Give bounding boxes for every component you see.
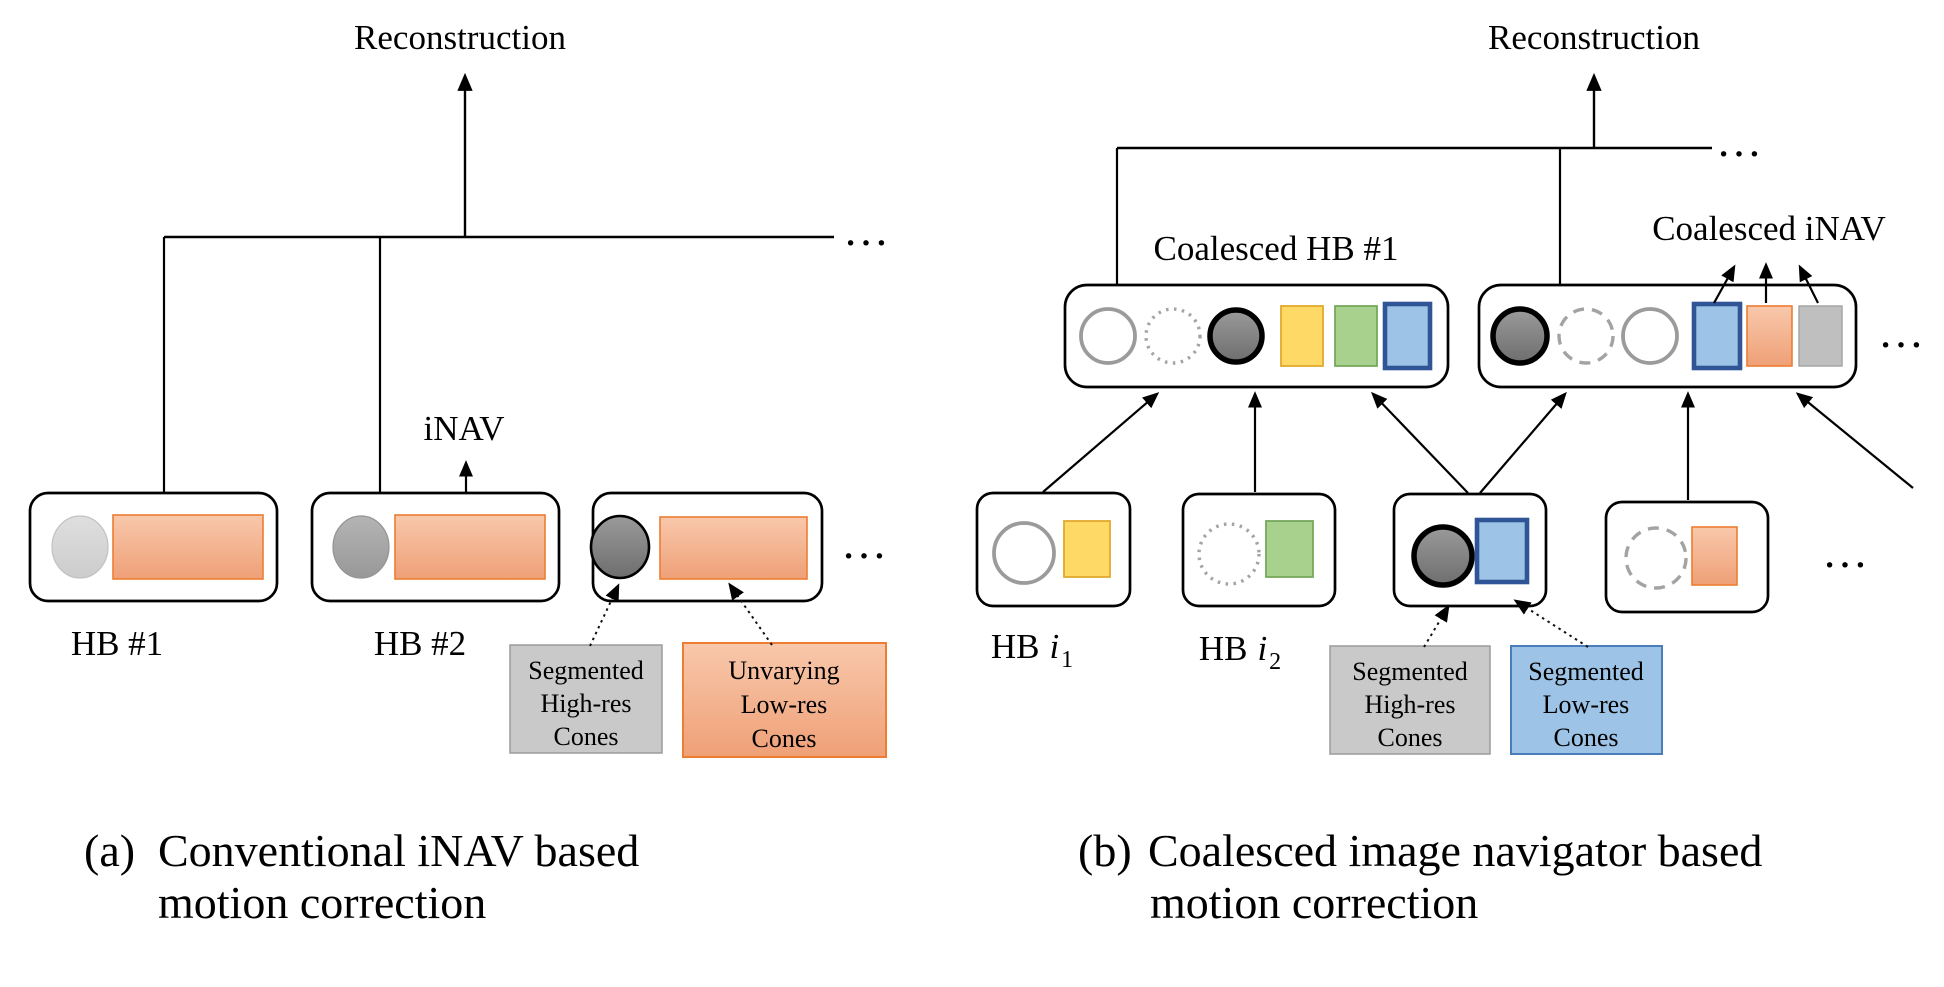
hb1-label: HB #1: [71, 624, 163, 663]
highres-cone-circle-dark: [589, 514, 651, 580]
hb-i2-label-prefix: HB: [1199, 629, 1248, 668]
ellipsis-line-a: …: [843, 204, 893, 255]
lowres-rect-yellow: [1280, 305, 1324, 367]
legend-highres-a-line3: Cones: [554, 722, 619, 751]
inav-rect-gray: [1798, 305, 1843, 367]
highres-cone-circle-mid: [332, 515, 390, 579]
ellipsis-line-b: …: [1716, 115, 1766, 166]
highres-circle-dotted: [1144, 307, 1202, 365]
legend-lowres-b-line3: Cones: [1554, 723, 1619, 752]
legend-lowres-b-line1: Segmented: [1528, 657, 1644, 686]
legend-pointer-lowres-b: [1513, 599, 1589, 648]
highres-cone-circle-light: [51, 515, 109, 579]
legend-lowres-a-line2: Low-res: [741, 690, 828, 719]
lowres-cone-rect-hb2: [394, 514, 546, 580]
caption-b-line1: Coalesced image navigator based: [1148, 825, 1762, 876]
reconstruction-label-b: Reconstruction: [1488, 18, 1700, 57]
highres-circle-dark: [1207, 307, 1265, 365]
hb-i2-rect-green: [1265, 520, 1314, 578]
panel-b: Reconstruction … Coalesced HB #1 Coalesc…: [975, 18, 1928, 928]
hb-i2-label-var: i: [1257, 629, 1267, 668]
ellipsis-row-b: …: [1822, 526, 1872, 577]
legend-lowres-a-line3: Cones: [752, 724, 817, 753]
panel-a: Reconstruction … iNAV … HB #1 HB #2 Segm…: [28, 18, 893, 928]
legend-highres-b-line3: Cones: [1378, 723, 1443, 752]
hb-i2-label-sub: 2: [1269, 649, 1281, 675]
arrow-i1-to-coalesced-hb: [1042, 392, 1160, 493]
legend-lowres-a-line1: Unvarying: [728, 656, 839, 685]
legend-pointer-highres-a: [589, 583, 620, 647]
reconstruction-label-a: Reconstruction: [354, 18, 566, 57]
inav-circle-dark: [1490, 306, 1550, 366]
caption-a-line1: Conventional iNAV based: [158, 825, 639, 876]
legend-pointer-highres-b: [1423, 604, 1450, 648]
legend-highres-box-a: [509, 644, 663, 754]
caption-b-line2: motion correction: [1150, 877, 1478, 928]
hb2-label: HB #2: [374, 624, 466, 663]
arrow-i3-to-coalesced-inav: [1479, 391, 1567, 494]
legend-highres-a-line1: Segmented: [528, 656, 644, 685]
legend-lowres-b-line2: Low-res: [1543, 690, 1630, 719]
inav-rect-orange: [1746, 305, 1793, 367]
caption-a-line2: motion correction: [158, 877, 486, 928]
hb-i1-label-prefix: HB: [991, 627, 1040, 666]
inav-circle-outline: [1621, 307, 1679, 365]
legend-highres-a-line2: High-res: [541, 689, 632, 718]
inav-rect-blue: [1691, 301, 1743, 371]
lowres-cone-rect-hb3: [659, 516, 808, 580]
lowres-rect-green: [1334, 305, 1378, 367]
coalesced-inav-label: Coalesced iNAV: [1652, 209, 1886, 248]
inav-mini-arrow-1: [1713, 264, 1736, 304]
legend-lowres-box-b: [1510, 645, 1663, 755]
hb-i1-rect-yellow: [1063, 520, 1111, 578]
legend-highres-b-line1: Segmented: [1352, 657, 1468, 686]
coalesced-hb-label: Coalesced HB #1: [1154, 229, 1399, 268]
caption-a-index: (a): [84, 825, 135, 876]
legend-highres-box-b: [1329, 645, 1491, 755]
hb-i1-circle: [992, 521, 1056, 585]
legend-highres-b-line2: High-res: [1365, 690, 1456, 719]
hb-i3-rect-blue: [1474, 517, 1530, 585]
arrow-continuation-to-coalesced-inav: [1795, 392, 1914, 489]
highres-circle-outline: [1079, 307, 1137, 365]
lowres-rect-blue: [1382, 301, 1433, 371]
hb-i1-label-var: i: [1049, 627, 1059, 666]
hb-i1-label-sub: 1: [1061, 647, 1073, 673]
hb-i4-circle-dashed: [1624, 526, 1688, 590]
hb-i2-circle-dotted: [1197, 522, 1261, 586]
arrow-i3-to-coalesced-hb: [1371, 391, 1469, 494]
hb-i4-rect-orange: [1691, 526, 1738, 586]
ellipsis-coalesced-b: …: [1878, 306, 1928, 357]
ellipsis-row-a: …: [841, 517, 891, 568]
inav-mini-arrow-3: [1798, 264, 1819, 304]
hb-i3-circle-dark: [1411, 524, 1475, 588]
inav-label: iNAV: [423, 409, 504, 448]
lowres-cone-rect-hb1: [112, 514, 264, 580]
caption-b-index: (b): [1078, 825, 1132, 876]
legend-lowres-box-a: [682, 642, 887, 758]
inav-circle-dashed: [1557, 307, 1615, 365]
